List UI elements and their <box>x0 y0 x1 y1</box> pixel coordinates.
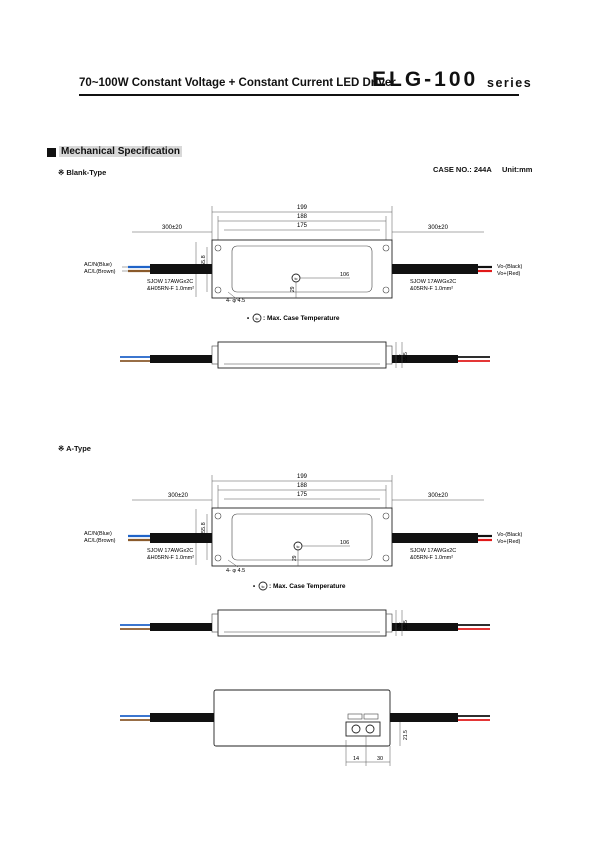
side-dim-alt: 35.5 <box>403 620 409 630</box>
dim-overall: 199 <box>297 205 308 211</box>
dim-mid: 188 <box>297 483 308 489</box>
wire-label-vo-plus: Vo+(Red) <box>497 271 521 277</box>
dim-tc-vertical: 29 <box>292 555 298 561</box>
mount-hole <box>382 512 390 520</box>
tc-note-icon <box>252 313 262 323</box>
blank-type-top-view: 199 188 175 300±20 300±20 63 55.8 4- φ 4… <box>84 205 523 323</box>
dim-hole: 4- φ 4.5 <box>226 298 245 304</box>
svg-text:tc: tc <box>296 544 299 549</box>
mount-hole <box>214 244 222 252</box>
dim-hole: 4- φ 4.5 <box>226 568 245 574</box>
mount-hole <box>214 512 222 520</box>
dim-left-cable: 300±20 <box>168 493 189 499</box>
tc-note: : Max. Case Temperature <box>269 583 346 590</box>
driver-body <box>211 507 393 567</box>
driver-bottom-body <box>213 689 391 747</box>
potentiometer-icon <box>365 724 375 734</box>
right-cable-spec-alt: &05RN-F 1.0mm² <box>410 286 453 292</box>
dim-tc-vertical: 29 <box>290 286 296 292</box>
dim-inner: 175 <box>297 223 308 229</box>
wire-label-acn: AC/N(Blue) <box>84 262 112 268</box>
mount-hole <box>382 286 390 294</box>
right-cable <box>392 264 478 274</box>
left-cable-spec: SJOW 17AWGx2C <box>147 279 193 285</box>
right-cable-spec: SJOW 17AWGx2C <box>410 279 456 285</box>
wire-label-vo-minus: Vo-(Black) <box>497 264 523 270</box>
mount-hole <box>214 554 222 562</box>
dim-left-cable: 300±20 <box>162 225 183 231</box>
dim-right-cable: 300±20 <box>428 493 449 499</box>
right-cable-spec-alt: &05RN-F 1.0mm² <box>410 555 453 561</box>
dim-right-cable: 300±20 <box>428 225 449 231</box>
blank-type-side-view: 35 35.5 <box>120 341 490 369</box>
header-subtitle: 70~100W Constant Voltage + Constant Curr… <box>79 77 396 89</box>
header-model: ELG-100 <box>372 68 479 91</box>
driver-body <box>211 239 393 299</box>
svg-text:tc: tc <box>255 316 258 321</box>
side-dim: 35 <box>397 354 403 360</box>
wire-label-acl: AC/L(Brown) <box>84 269 116 275</box>
wire-label-acl: AC/L(Brown) <box>84 538 116 544</box>
bottom-dim-vertical: 21.5 <box>403 730 409 740</box>
header-rule <box>79 94 519 96</box>
svg-text:tc: tc <box>294 276 297 281</box>
right-cable <box>392 533 478 543</box>
side-dim: 35 <box>397 622 403 628</box>
section-title: Mechanical Specification <box>59 146 182 157</box>
dim-inner: 175 <box>297 492 308 498</box>
document-header: 70~100W Constant Voltage + Constant Curr… <box>79 68 531 92</box>
left-cable-spec: SJOW 17AWGx2C <box>147 548 193 554</box>
a-type-top-view: 199 188 175 300±20 300±20 63 55.8 4- φ 4… <box>84 474 523 591</box>
left-cable-spec-alt: &H05RN-F 1.0mm² <box>147 286 194 292</box>
section-square-icon <box>47 148 56 157</box>
tc-note: : Max. Case Temperature <box>263 315 340 322</box>
mount-hole <box>382 244 390 252</box>
dim-tc-position: 106 <box>340 272 349 278</box>
right-cable-spec: SJOW 17AWGx2C <box>410 548 456 554</box>
adjust-window <box>345 721 381 737</box>
wire-label-vo-minus: Vo-(Black) <box>497 532 523 538</box>
svg-text:•: • <box>247 316 249 322</box>
wire-label-acn: AC/N(Blue) <box>84 531 112 537</box>
a-type-label: ※ A-Type <box>58 444 91 453</box>
bottom-dim: 14 <box>353 756 359 762</box>
bottom-dim-alt: 30 <box>377 756 383 762</box>
a-type-bottom-view: 14 30 21.5 <box>120 689 490 766</box>
side-dim-alt: 35.5 <box>403 352 409 362</box>
dim-tc-position: 106 <box>340 540 349 546</box>
dim-height-inner: 55.8 <box>201 522 207 533</box>
unit-label: Unit:mm <box>502 165 533 174</box>
left-cable <box>150 533 212 543</box>
header-series: series <box>487 76 533 90</box>
mount-hole <box>382 554 390 562</box>
left-cable <box>150 264 212 274</box>
svg-text:tc: tc <box>261 584 264 589</box>
left-cable-spec-alt: &H05RN-F 1.0mm² <box>147 555 194 561</box>
potentiometer-icon <box>351 724 361 734</box>
mount-hole <box>214 286 222 294</box>
dim-mid: 188 <box>297 214 308 220</box>
dim-overall: 199 <box>297 474 308 480</box>
dim-height-inner: 55.8 <box>201 255 207 266</box>
case-number: CASE NO.: 244A <box>433 165 492 174</box>
tc-note-icon <box>258 581 268 591</box>
wire-label-vo-plus: Vo+(Red) <box>497 539 521 545</box>
a-type-side-view: 35 35.5 <box>120 609 490 637</box>
blank-type-label: ※ Blank-Type <box>58 168 107 177</box>
svg-text:•: • <box>253 584 255 590</box>
